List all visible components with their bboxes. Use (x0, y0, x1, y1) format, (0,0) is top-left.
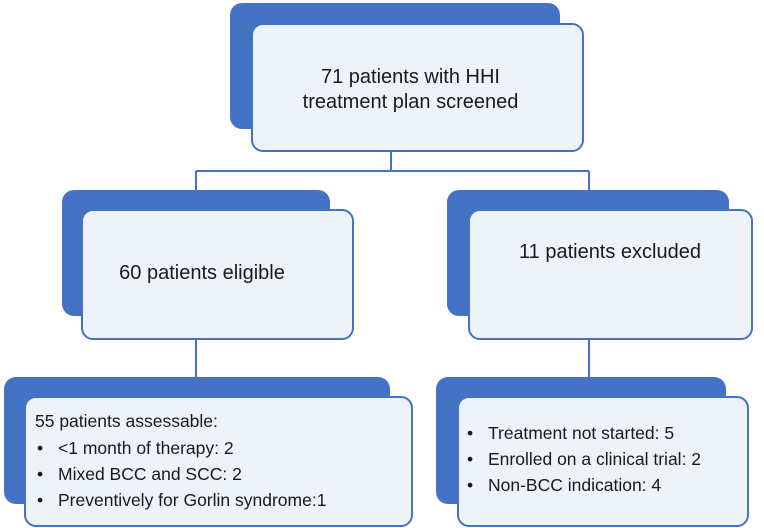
node-assessable: 55 patients assessable: <1 month of ther… (4, 377, 413, 527)
list-item: <1 month of therapy: 2 (34, 435, 326, 461)
node-eligible: 60 patients eligible (62, 190, 354, 342)
node-excluded-label: 11 patients excluded (519, 241, 701, 263)
node-eligible-box: 60 patients eligible (81, 209, 354, 340)
list-item: Preventively for Gorlin syndrome:1 (34, 487, 326, 513)
node-assessable-box: 55 patients assessable: <1 month of ther… (24, 396, 413, 527)
exclusion-reasons-list: Treatment not started: 5 Enrolled on a c… (464, 420, 701, 498)
list-item: Enrolled on a clinical trial: 2 (464, 446, 701, 472)
list-item: Non-BCC indication: 4 (464, 472, 701, 498)
node-excluded: 11 patients excluded (447, 190, 753, 342)
node-exclusion-reasons: Treatment not started: 5 Enrolled on a c… (436, 377, 749, 527)
node-exclusion-reasons-box: Treatment not started: 5 Enrolled on a c… (457, 396, 749, 527)
node-screened: 71 patients with HHI treatment plan scre… (230, 3, 584, 153)
node-eligible-label: 60 patients eligible (119, 262, 285, 284)
node-excluded-box: 11 patients excluded (468, 209, 753, 340)
node-screened-label: 71 patients with HHI treatment plan scre… (302, 66, 519, 113)
list-item: Treatment not started: 5 (464, 420, 701, 446)
node-screened-box: 71 patients with HHI treatment plan scre… (251, 23, 584, 152)
assessable-list: <1 month of therapy: 2 Mixed BCC and SCC… (34, 435, 326, 513)
list-item: Mixed BCC and SCC: 2 (34, 461, 326, 487)
assessable-heading: 55 patients assessable: (35, 411, 218, 431)
